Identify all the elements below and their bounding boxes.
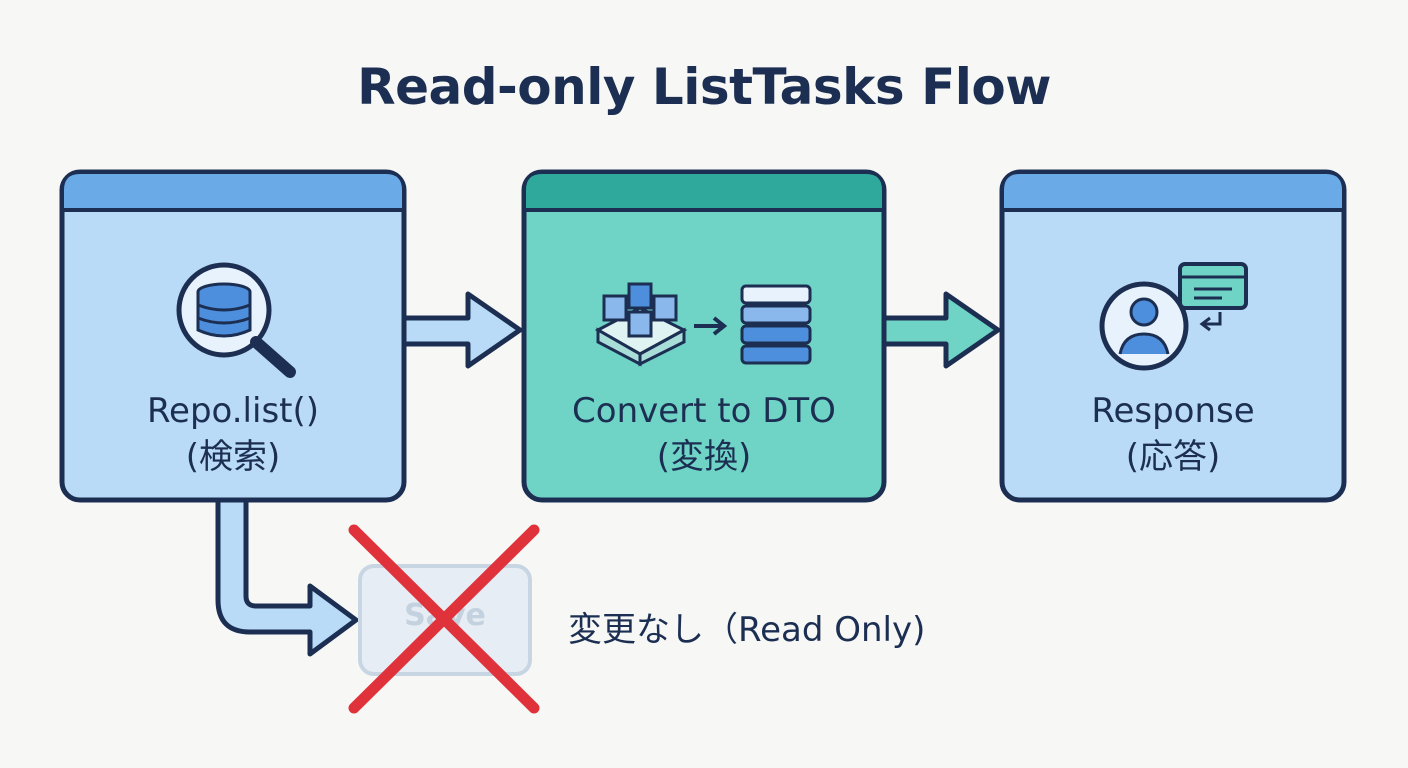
cross-out-icon	[348, 524, 540, 714]
step-name: Convert to DTO	[572, 391, 836, 431]
user-response-icon	[1099, 262, 1248, 371]
save-branch-arrow	[215, 497, 359, 657]
convert-to-records-icon	[594, 282, 812, 367]
database-search-icon	[176, 262, 296, 378]
flow-arrow-1	[401, 291, 523, 369]
step-sub: (変換)	[656, 437, 752, 477]
step-name: Response	[1091, 391, 1255, 431]
step-label-response: Response (応答)	[1002, 388, 1344, 480]
flow-arrow-2	[881, 291, 1001, 369]
page-title: Read-only ListTasks Flow	[357, 58, 1051, 116]
step-label-convert-dto: Convert to DTO (変換)	[524, 388, 884, 480]
read-only-note: 変更なし（Read Only)	[568, 610, 926, 650]
step-sub: (応答)	[1125, 437, 1221, 477]
step-label-repo-list: Repo.list() (検索)	[62, 388, 404, 480]
step-name: Repo.list()	[146, 391, 320, 431]
step-box-convert-dto	[521, 169, 887, 503]
step-sub: (検索)	[185, 437, 281, 477]
